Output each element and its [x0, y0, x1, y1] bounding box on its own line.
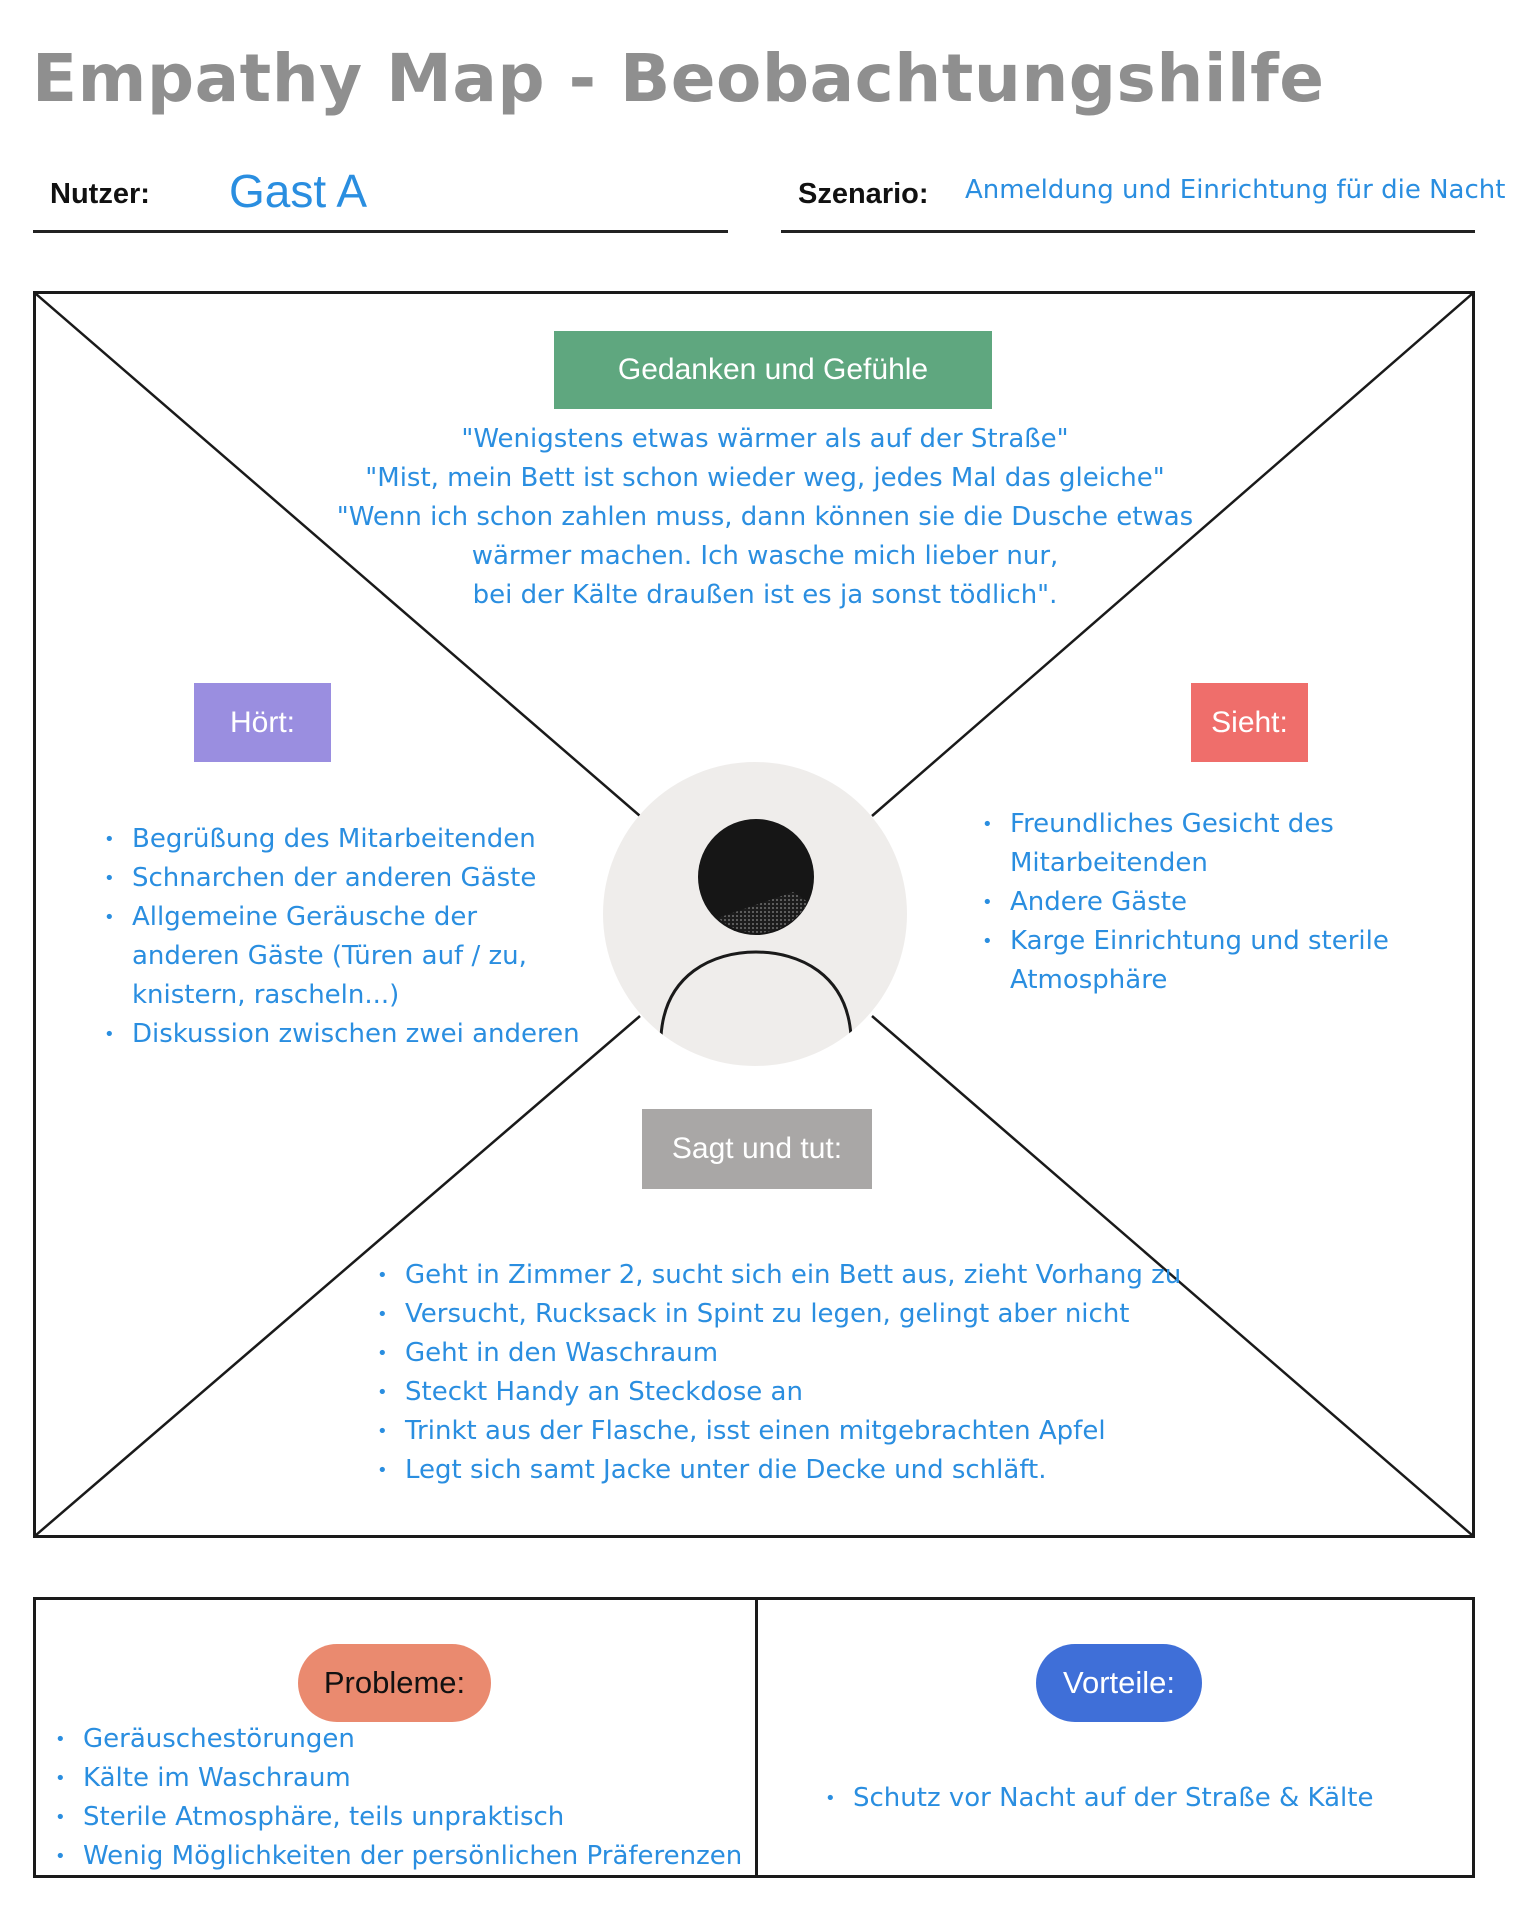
- page-title: Empathy Map - Beobachtungshilfe: [32, 40, 1325, 117]
- list-item: Sterile Atmosphäre, teils unpraktisch: [55, 1798, 755, 1837]
- benefits-list: Schutz vor Nacht auf der Straße & Kälte: [825, 1779, 1425, 1818]
- quote-line: bei der Kälte draußen ist es ja sonst tö…: [472, 580, 1058, 610]
- user-underline: [33, 230, 728, 233]
- list-item: Kälte im Waschraum: [55, 1759, 755, 1798]
- map-diagonals: [36, 294, 1472, 1535]
- quote-line: "Wenn ich schon zahlen muss, dann können…: [336, 502, 1194, 532]
- list-item: Freundliches Gesicht des Mitarbeitenden: [982, 805, 1402, 883]
- sees-list: Freundliches Gesicht des Mitarbeitenden …: [982, 805, 1402, 1000]
- list-item: Geht in den Waschraum: [377, 1334, 1257, 1373]
- hears-tag: Hört:: [194, 683, 331, 762]
- list-item: Versucht, Rucksack in Spint zu legen, ge…: [377, 1295, 1257, 1334]
- avatar: [603, 762, 907, 1066]
- user-value: Gast A: [229, 165, 368, 217]
- says-does-tag: Sagt und tut:: [642, 1109, 872, 1189]
- benefits-pill: Vorteile:: [1036, 1644, 1202, 1722]
- scenario-label: Szenario:: [798, 178, 929, 210]
- list-item: Andere Gäste: [982, 883, 1402, 922]
- hears-list: Begrüßung des Mitarbeitenden Schnarchen …: [104, 820, 584, 1054]
- scenario-underline: [781, 230, 1475, 233]
- list-item: Diskussion zwischen zwei anderen: [104, 1015, 584, 1054]
- list-item: Schnarchen der anderen Gäste: [104, 859, 584, 898]
- list-item: Begrüßung des Mitarbeitenden: [104, 820, 584, 859]
- user-label: Nutzer:: [50, 178, 150, 210]
- problems-pill: Probleme:: [298, 1644, 491, 1722]
- list-item: Trinkt aus der Flasche, isst einen mitge…: [377, 1412, 1257, 1451]
- thoughts-tag: Gedanken und Gefühle: [554, 331, 992, 409]
- empathy-map: [33, 291, 1475, 1538]
- list-item: Steckt Handy an Steckdose an: [377, 1373, 1257, 1412]
- thoughts-quotes: "Wenigstens etwas wärmer als auf der Str…: [290, 420, 1240, 615]
- summary-table: [33, 1597, 1475, 1878]
- list-item: Geht in Zimmer 2, sucht sich ein Bett au…: [377, 1256, 1257, 1295]
- list-item: Geräuschestörungen: [55, 1720, 755, 1759]
- list-item: Karge Einrichtung und sterile Atmosphäre: [982, 922, 1402, 1000]
- says-does-list: Geht in Zimmer 2, sucht sich ein Bett au…: [377, 1256, 1257, 1490]
- quote-line: "Wenigstens etwas wärmer als auf der Str…: [461, 424, 1069, 454]
- list-item: Allgemeine Geräusche der anderen Gäste (…: [104, 898, 532, 1015]
- summary-divider: [755, 1600, 758, 1875]
- sees-tag: Sieht:: [1191, 683, 1308, 762]
- quote-line: wärmer machen. Ich wasche mich lieber nu…: [471, 541, 1059, 571]
- quote-line: "Mist, mein Bett ist schon wieder weg, j…: [365, 463, 1165, 493]
- list-item: Wenig Möglichkeiten der persönlichen Prä…: [55, 1837, 755, 1876]
- person-icon: [659, 819, 853, 1037]
- problems-list: Geräuschestörungen Kälte im Waschraum St…: [55, 1720, 755, 1876]
- list-item: Schutz vor Nacht auf der Straße & Kälte: [825, 1779, 1425, 1818]
- list-item: Legt sich samt Jacke unter die Decke und…: [377, 1451, 1257, 1490]
- scenario-value: Anmeldung und Einrichtung für die Nacht: [965, 175, 1506, 205]
